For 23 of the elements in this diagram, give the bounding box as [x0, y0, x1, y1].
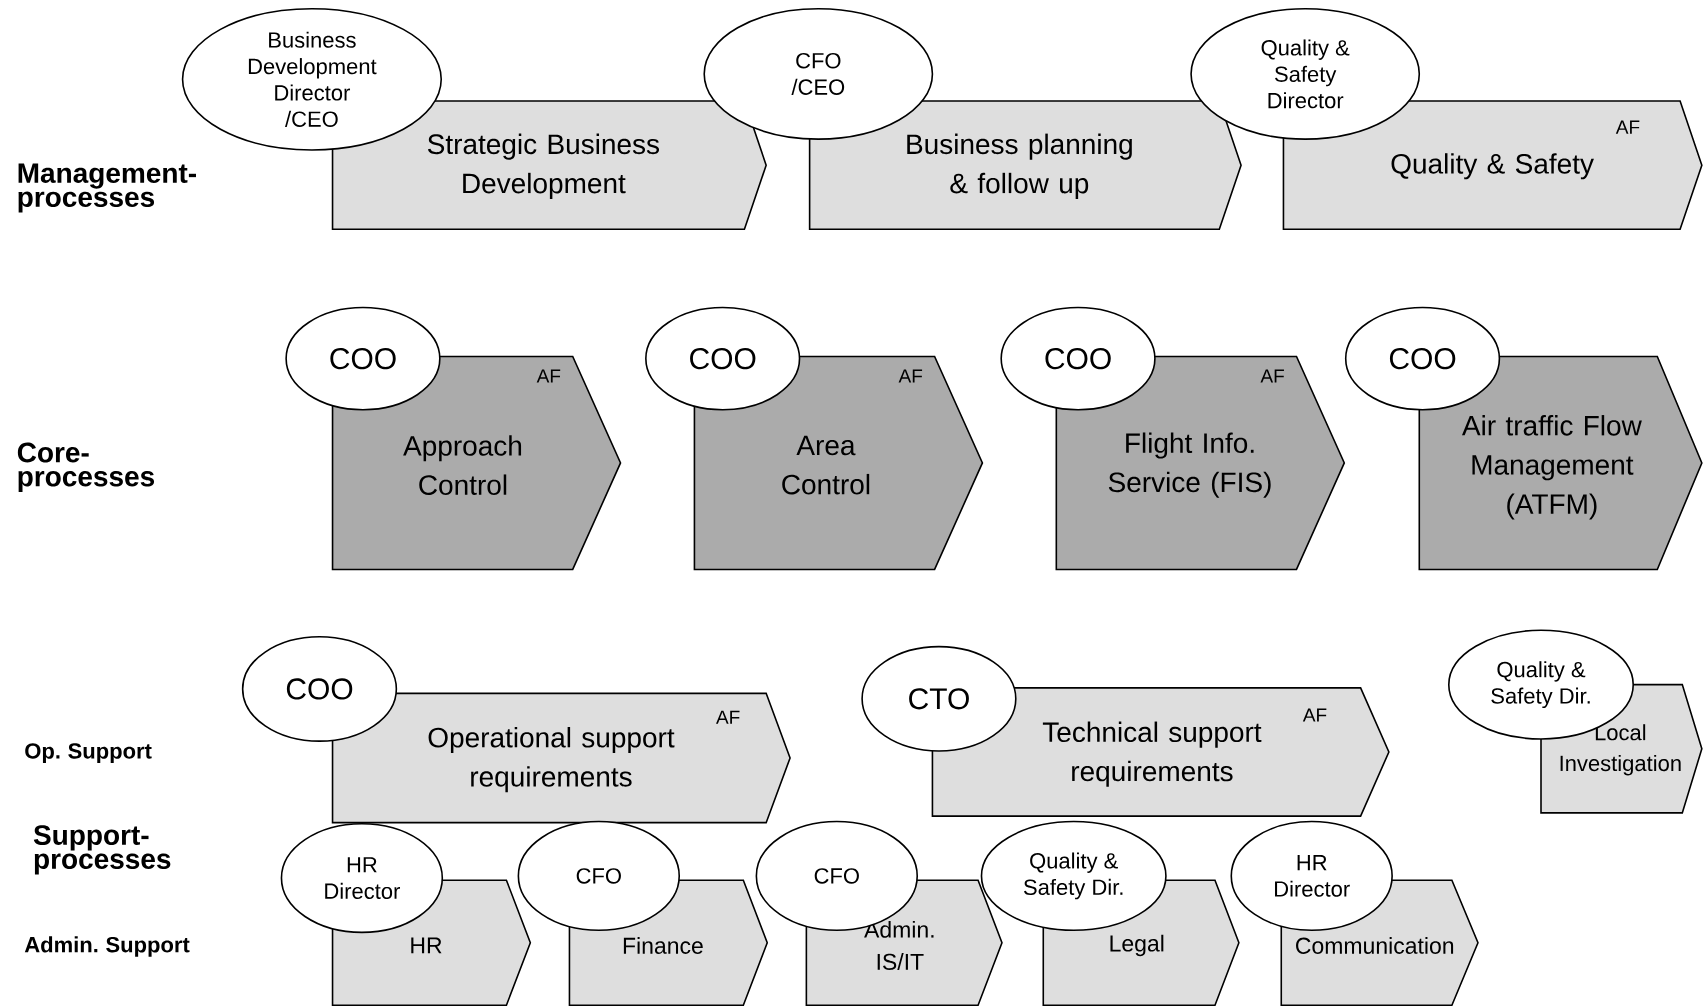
row-label: Management-processes: [18, 163, 196, 213]
role-oval: HR Director: [1230, 820, 1393, 931]
tag-label: AF: [898, 369, 923, 383]
role-oval: Quality & Safety Dir.: [980, 820, 1167, 931]
tag-label: AF: [716, 710, 740, 724]
role-oval: CFO: [517, 820, 680, 931]
role-oval: COO: [645, 306, 801, 411]
role-oval: COO: [1000, 306, 1156, 411]
role-oval: COO: [285, 306, 441, 411]
row-label: Support-processes: [33, 824, 171, 875]
row-label: Core-processes: [17, 442, 155, 492]
role-oval: Quality & Safety Director: [1190, 7, 1421, 140]
role-oval: CTO: [861, 645, 1017, 752]
role-oval: COO: [241, 635, 398, 742]
process-step: Business planning & follow up: [808, 100, 1242, 230]
tag-label: AF: [1260, 369, 1284, 383]
role-oval: HR Director: [280, 822, 444, 934]
tag-label: AF: [536, 369, 561, 383]
role-oval: COO: [1344, 306, 1501, 411]
tag-label: AF: [1302, 708, 1327, 722]
row-label: Op. Support: [25, 743, 152, 763]
tag-label: AF: [1615, 120, 1640, 134]
row-label: Admin. Support: [24, 936, 190, 957]
